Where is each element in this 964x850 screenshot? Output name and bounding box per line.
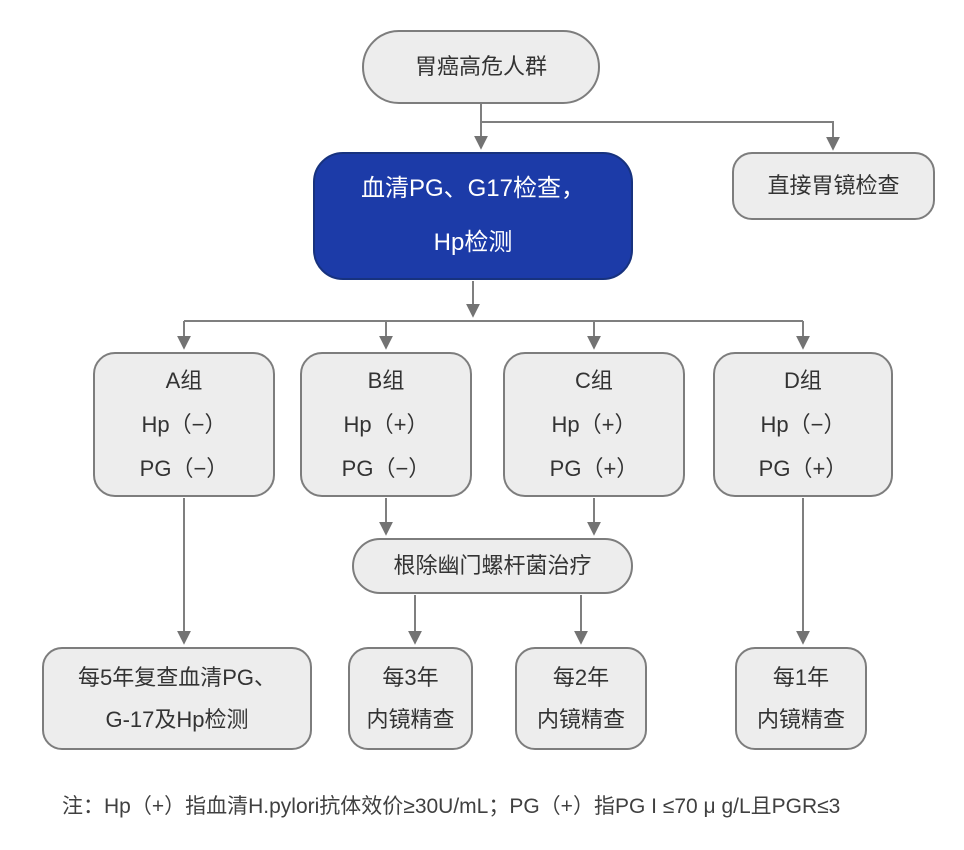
- node-hp-eradication-treatment: 根除幽门螺杆菌治疗: [352, 538, 633, 594]
- group-hp-status: Hp（−）: [760, 411, 846, 437]
- node-group-b: B组 Hp（+） PG（−）: [300, 352, 472, 497]
- group-hp-status: Hp（+）: [551, 411, 637, 437]
- node-serum-pg-g17-hp-test: 血清PG、G17检查， Hp检测: [313, 152, 633, 280]
- node-label-line2: Hp检测: [433, 229, 513, 256]
- group-title: A组: [165, 367, 203, 393]
- followup-line1: 每5年复查血清PG、: [77, 664, 277, 690]
- connector-start-to-direct: [481, 121, 840, 151]
- followup-line2: 内镜精查: [366, 706, 455, 732]
- group-pg-status: PG（+）: [549, 455, 639, 481]
- node-group-c: C组 Hp（+） PG（+）: [503, 352, 685, 497]
- group-pg-status: PG（+）: [758, 455, 848, 481]
- node-followup-2yr-endoscopy: 每2年 内镜精查: [515, 647, 647, 750]
- group-pg-status: PG（−）: [139, 455, 229, 481]
- node-followup-5yr-serum-recheck: 每5年复查血清PG、 G-17及Hp检测: [42, 647, 312, 750]
- group-pg-status: PG（−）: [341, 455, 431, 481]
- node-followup-1yr-endoscopy: 每1年 内镜精查: [735, 647, 867, 750]
- node-label-line1: 血清PG、G17检查，: [360, 175, 586, 202]
- followup-line1: 每2年: [552, 664, 610, 690]
- group-title: C组: [575, 367, 613, 393]
- followup-line1: 每3年: [382, 664, 439, 690]
- followup-line2: 内镜精查: [756, 706, 845, 732]
- followup-line2: G-17及Hp检测: [105, 706, 249, 732]
- node-direct-gastroscopy: 直接胃镜检查: [732, 152, 935, 220]
- footnote: 注：Hp（+）指血清H.pylori抗体效价≥30U/mL；PG（+）指PG I…: [62, 795, 841, 818]
- node-followup-3yr-endoscopy: 每3年 内镜精查: [348, 647, 473, 750]
- group-hp-status: Hp（−）: [141, 411, 227, 437]
- followup-line2: 内镜精查: [536, 706, 625, 732]
- node-label: 根除幽门螺杆菌治疗: [393, 553, 592, 578]
- node-label: 直接胃镜检查: [767, 173, 900, 198]
- group-title: B组: [367, 367, 405, 393]
- group-hp-status: Hp（+）: [343, 411, 429, 437]
- node-group-d: D组 Hp（−） PG（+）: [713, 352, 893, 497]
- followup-line1: 每1年: [772, 664, 830, 690]
- node-label: 胃癌高危人群: [414, 54, 547, 79]
- group-title: D组: [784, 367, 822, 393]
- node-high-risk-population: 胃癌高危人群: [362, 30, 600, 104]
- node-group-a: A组 Hp（−） PG（−）: [93, 352, 275, 497]
